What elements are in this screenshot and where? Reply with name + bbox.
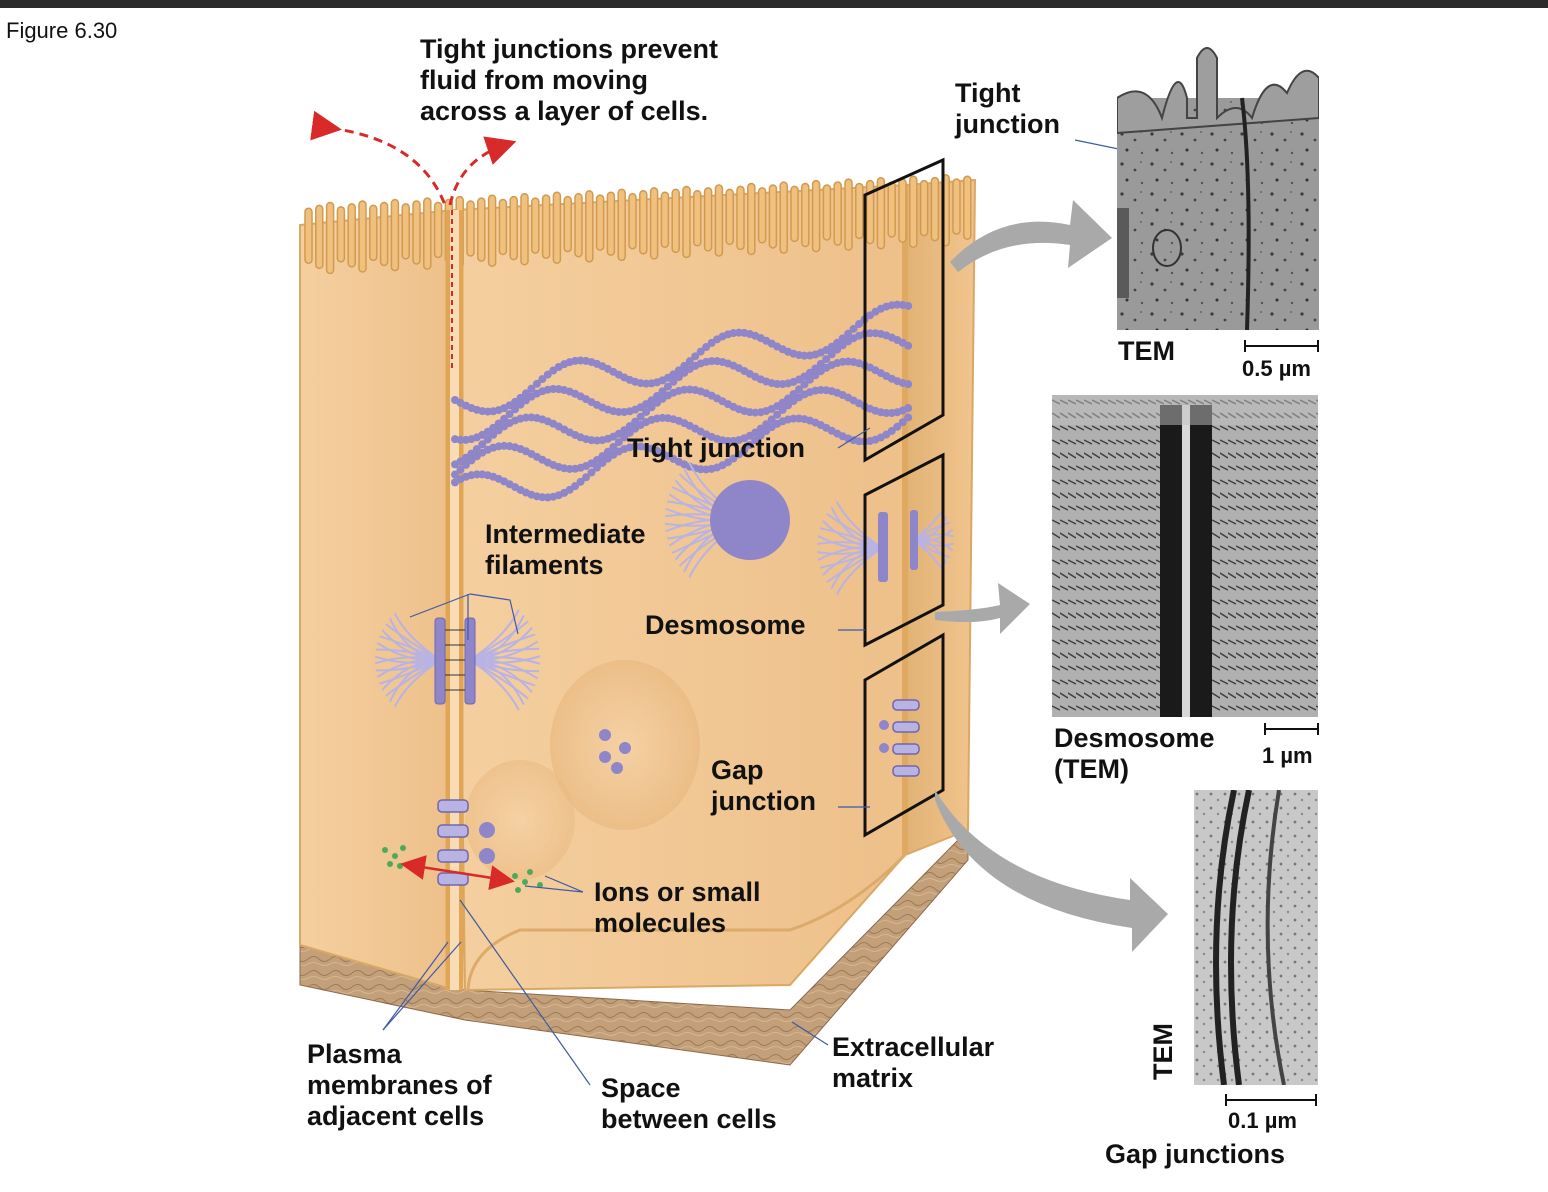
microvilli <box>304 174 972 275</box>
plasma-membranes-label: Plasma membranes of adjacent cells <box>307 1039 492 1131</box>
desmosome-side <box>816 500 955 596</box>
figure-label: Figure 6.30 <box>6 18 118 43</box>
desmosome-left <box>374 609 541 711</box>
top-bar <box>0 0 1548 8</box>
fluid-flow-arrow <box>310 110 447 206</box>
intermediate-filaments-label: Intermediate filaments <box>485 519 646 580</box>
extracellular-matrix <box>299 828 969 1066</box>
ions-label: Ions or small molecules <box>594 877 761 938</box>
zoom-boxes <box>863 157 945 838</box>
tight-junction-label: Tight junction <box>627 433 805 463</box>
tem-top-label: TEM <box>1118 336 1175 366</box>
desmosome-label: Desmosome <box>645 610 806 640</box>
gap-junctions-label: Gap junctions <box>1105 1139 1286 1169</box>
tight-junction-strands <box>451 300 913 502</box>
nucleus-bulge <box>465 760 575 880</box>
scale-top-label: 0.5 µm <box>1242 356 1311 381</box>
space-between-cells-label: Space between cells <box>601 1073 777 1134</box>
tem-micrograph-gap-junction <box>1194 790 1318 1085</box>
tem-bottom-label: TEM <box>1148 1023 1178 1080</box>
left-cell <box>299 208 456 992</box>
extracellular-matrix-label: Extracellular matrix <box>832 1032 995 1093</box>
intermediate-filament-bundle <box>664 462 790 578</box>
scale-mid-label: 1 µm <box>1262 743 1313 768</box>
tight-junction-top-label: Tight junction <box>955 78 1060 139</box>
fluid-flow-arrow-out <box>448 136 517 206</box>
scale-bottom-label: 0.1 µm <box>1228 1108 1297 1133</box>
gap-junction-label: Gap junction <box>711 755 816 816</box>
tem-micrograph-tight-junction <box>1117 38 1319 330</box>
scale-bars <box>1225 340 1319 1106</box>
ion-exchange-arrow <box>400 855 515 891</box>
tem-micrograph-desmosome <box>1052 395 1318 717</box>
desmosome-tem-label: Desmosome (TEM) <box>1054 723 1215 784</box>
inner-cell-wall <box>466 853 907 991</box>
callout-arrows <box>935 200 1168 952</box>
headline-label: Tight junctions prevent fluid from movin… <box>420 34 719 126</box>
